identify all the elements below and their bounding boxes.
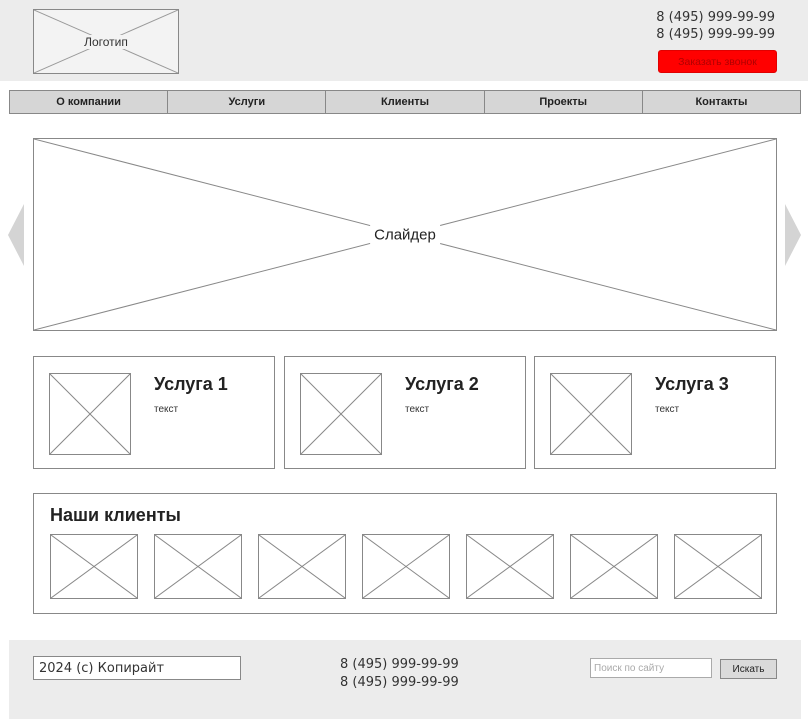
nav-item-about[interactable]: О компании [10, 91, 169, 113]
nav-item-contacts[interactable]: Контакты [695, 96, 748, 108]
clients-logo-row [50, 534, 762, 599]
service-card-2[interactable]: Услуга 2 текст [284, 356, 526, 469]
placeholder-cross-icon [155, 535, 241, 598]
header-phone-1[interactable]: 8 (495) 999-99-99 [656, 10, 775, 25]
service-title: Услуга 3 [655, 374, 729, 394]
nav-item-projects[interactable]: Проекты [485, 91, 643, 113]
clients-section: Наши клиенты [33, 493, 777, 614]
service-text: текст [405, 404, 430, 415]
placeholder-cross-icon [571, 535, 657, 598]
service-text: текст [655, 404, 680, 415]
placeholder-cross-icon [301, 374, 381, 454]
nav-item-clients[interactable]: Клиенты [326, 91, 485, 113]
placeholder-cross-icon [50, 374, 130, 454]
placeholder-cross-icon [675, 535, 761, 598]
service-image-placeholder [49, 373, 131, 455]
logo-placeholder[interactable]: Логотип [33, 9, 179, 74]
service-image-placeholder [550, 373, 632, 455]
service-image-placeholder [300, 373, 382, 455]
service-card-3[interactable]: Услуга 3 текст [534, 356, 776, 469]
main-nav: О компании Услуги Клиенты Проекты Контак… [9, 90, 801, 114]
service-text: текст [154, 404, 179, 415]
service-card-1[interactable]: Услуга 1 текст [33, 356, 275, 469]
slider-next-arrow-icon[interactable] [785, 204, 801, 266]
placeholder-cross-icon [551, 374, 631, 454]
search-button[interactable]: Искать [720, 659, 777, 679]
client-logo-placeholder[interactable] [258, 534, 346, 599]
client-logo-placeholder[interactable] [50, 534, 138, 599]
header-phone-2[interactable]: 8 (495) 999-99-99 [656, 27, 775, 42]
copyright: 2024 (c) Копирайт [33, 656, 241, 680]
placeholder-cross-icon [467, 535, 553, 598]
slider[interactable]: Слайдер [33, 138, 777, 331]
slider-label: Слайдер [370, 224, 440, 245]
service-title: Услуга 1 [154, 374, 228, 394]
client-logo-placeholder[interactable] [674, 534, 762, 599]
slider-prev-arrow-icon[interactable] [8, 204, 24, 266]
client-logo-placeholder[interactable] [466, 534, 554, 599]
footer-phone-1[interactable]: 8 (495) 999-99-99 [340, 657, 459, 672]
nav-item-services[interactable]: Услуги [168, 91, 327, 113]
client-logo-placeholder[interactable] [154, 534, 242, 599]
clients-title: Наши клиенты [50, 505, 181, 525]
placeholder-cross-icon [259, 535, 345, 598]
footer-phone-2[interactable]: 8 (495) 999-99-99 [340, 675, 459, 690]
search-input[interactable] [590, 658, 712, 678]
callback-button[interactable]: Заказать звонок [658, 50, 777, 73]
logo-label: Логотип [82, 34, 130, 49]
placeholder-cross-icon [363, 535, 449, 598]
service-title: Услуга 2 [405, 374, 479, 394]
client-logo-placeholder[interactable] [362, 534, 450, 599]
placeholder-cross-icon [51, 535, 137, 598]
client-logo-placeholder[interactable] [570, 534, 658, 599]
